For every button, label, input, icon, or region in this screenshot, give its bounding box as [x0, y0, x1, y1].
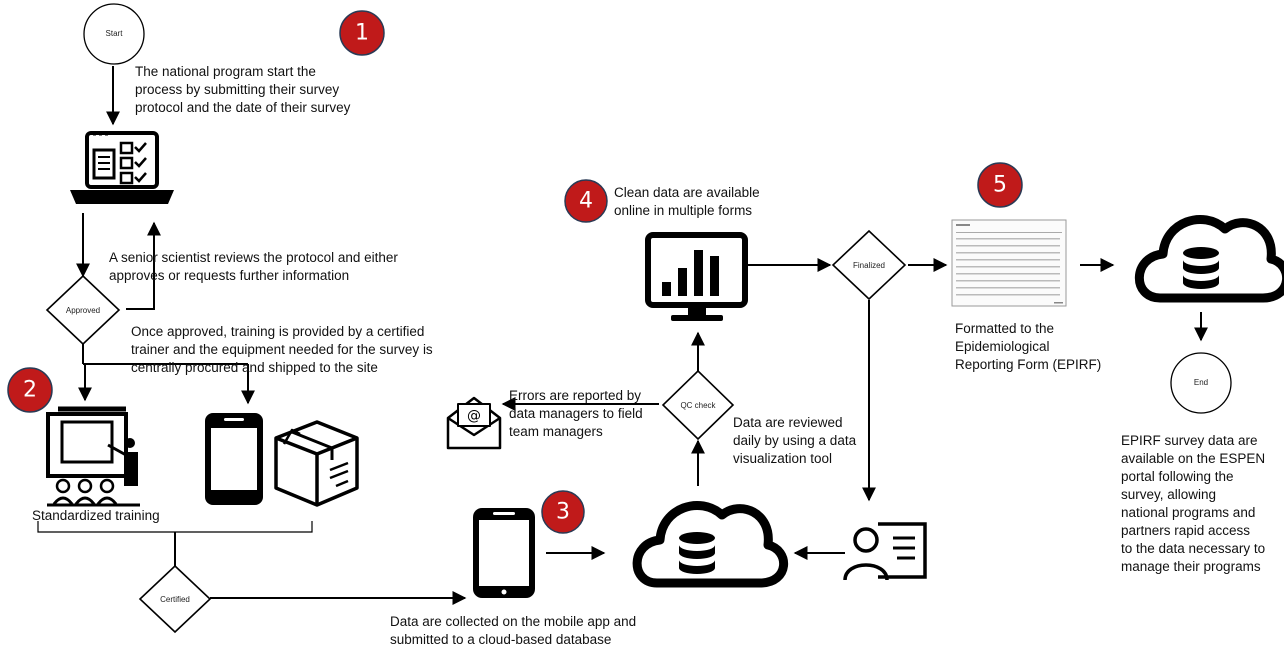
epirf-document-icon [951, 219, 1067, 307]
user-profile-card-icon [843, 522, 927, 581]
step-badge-2: 2 [7, 367, 53, 413]
approved-label: Approved [66, 306, 100, 315]
finalized-decision: Finalized [831, 229, 907, 301]
step-3-description: Data are collected on the mobile app and… [390, 614, 637, 647]
certified-label: Certified [160, 595, 190, 604]
start-node: Start [83, 3, 145, 65]
end-description: EPIRF survey data are available on the E… [1121, 433, 1266, 574]
step-badge-5-number: 5 [993, 173, 1007, 198]
certified-decision: Certified [138, 564, 212, 634]
step-badge-2-number: 2 [23, 378, 37, 403]
svg-text:@: @ [467, 408, 481, 424]
arrow-approved-feedback [126, 221, 161, 310]
step-badge-1: 1 [339, 10, 385, 56]
mobile-phone-icon [205, 413, 263, 505]
finalized-label: Finalized [853, 261, 885, 270]
training-caption: Standardized training [32, 508, 160, 523]
shipping-box-icon [274, 420, 359, 507]
step-badge-1-number: 1 [355, 21, 369, 46]
step-4-description: Clean data are available online in multi… [614, 185, 760, 218]
approved-decision: Approved [45, 274, 121, 346]
errors-description: Errors are reported by data managers to … [509, 388, 643, 439]
cloud-database-icon [1134, 215, 1284, 303]
step-badge-5: 5 [977, 162, 1023, 208]
end-label: End [1194, 378, 1208, 387]
laptop-checklist-icon [70, 131, 174, 204]
start-label: Start [106, 29, 124, 38]
mobile-phone-icon [473, 508, 535, 598]
review-description: A senior scientist reviews the protocol … [109, 250, 398, 283]
step-badge-4: 4 [564, 179, 608, 223]
step-badge-3-number: 3 [556, 500, 570, 525]
qc-check-label: QC check [680, 401, 716, 410]
training-presentation-icon [46, 406, 140, 507]
email-icon: @ [446, 396, 502, 450]
end-node: End [1170, 352, 1232, 414]
qc-check-decision: QC check [661, 369, 735, 441]
step-badge-4-number: 4 [579, 189, 593, 214]
step-5-description: Formatted to the Epidemiological Reporti… [955, 321, 1102, 372]
qc-review-description: Data are reviewed daily by using a data … [733, 415, 857, 466]
bar-chart-monitor-icon [645, 232, 748, 321]
step-1-description: The national program start the process b… [135, 64, 351, 115]
connectors [37, 66, 1208, 605]
step-badge-3: 3 [541, 490, 585, 534]
step-2-description: Once approved, training is provided by a… [131, 324, 433, 375]
cloud-database-icon [632, 501, 788, 588]
